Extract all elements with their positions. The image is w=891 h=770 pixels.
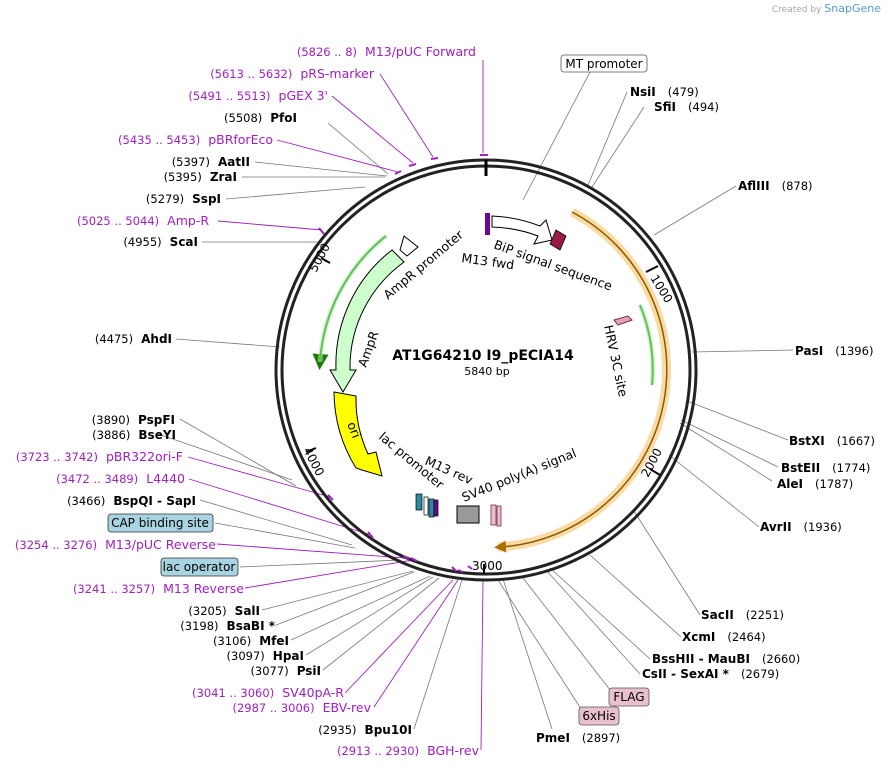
label-avrii[interactable]: AvrII(1936) [760,520,842,534]
ampr-gene-shape [329,249,405,393]
ori-label: ori [344,420,364,441]
m13-fwd-label: M13 fwd [461,250,516,272]
label-flag[interactable]: FLAG [608,687,650,707]
label-m13puc-rev[interactable]: (3254 .. 3276)M13/pUC Reverse [15,537,216,552]
ampr-label: AmpR [355,329,382,370]
sv40-polya-shape [456,505,480,524]
label-afliii[interactable]: AflIII(878) [738,179,813,193]
label-bsshii-maubi[interactable]: BssHII - MauBI(2660) [652,652,800,666]
label-alei[interactable]: AleI(1787) [777,477,853,491]
credit-prefix: Created by [771,5,822,15]
label-pasi[interactable]: PasI(1396) [795,344,873,358]
label-hpai[interactable]: (3097)HpaI [227,649,304,663]
label-l4440[interactable]: (3472 .. 3489)L4440 [56,471,185,486]
svg-text:lac operator: lac operator [163,560,236,574]
label-psii[interactable]: (3077)PsiI [250,664,321,678]
m13-fwd-block [485,213,490,235]
bip-arrow-shape [491,215,553,245]
label-bstxi[interactable]: BstXI(1667) [789,434,875,448]
plasmid-name: AT1G64210 I9_pECIA14 [392,348,574,364]
label-cap-binding-site[interactable]: CAP binding site [107,513,214,533]
primer-leaders [187,60,484,751]
m13-rev-block [433,499,439,517]
label-pgex3[interactable]: (5491 .. 5513)pGEX 3' [188,88,328,103]
hrv-site-shape [613,315,633,326]
labels-right: MT promoter NsiI(479) SfiI(494) AflIII(8… [536,54,875,745]
label-pmei[interactable]: PmeI(2897) [536,731,620,745]
label-sali[interactable]: (3205)SalI [188,604,260,618]
label-m13-reverse[interactable]: (3241 .. 3257)M13 Reverse [73,581,244,596]
label-sacii[interactable]: SacII(2251) [701,608,784,622]
label-ahdi[interactable]: (4475)AhdI [95,332,172,346]
hrv-glow [637,304,656,386]
hrv-label: HRV 3C site [601,324,631,399]
label-aatii[interactable]: (5397)AatII [172,155,250,169]
snapgene-credit: Created by SnapGene [772,2,881,15]
label-bseyi[interactable]: (3886)BseYI [92,428,176,442]
lac-promoter-block [423,496,429,516]
orf-arrow [494,211,668,553]
tick-marks [305,257,661,574]
label-pbrforeco[interactable]: (5435 .. 5453)pBRforEco [118,132,273,147]
label-sfii[interactable]: SfiI(494) [654,100,719,114]
label-bsabi[interactable]: (3198)BsaBI * [180,619,275,633]
label-pbr322ori-f[interactable]: (3723 .. 3742)pBR322ori-F [16,449,183,464]
label-mfei[interactable]: (3106)MfeI [213,634,289,648]
label-lac-operator[interactable]: lac operator [160,557,239,577]
orf-glow [497,208,672,552]
label-sv40pa-r[interactable]: (3041 .. 3060)SV40pA-R [192,685,344,700]
label-bgh-rev[interactable]: (2913 .. 2930)BGH-rev [337,743,480,758]
ampr-promoter-shape [399,235,419,257]
svg-text:6xHis: 6xHis [582,709,615,723]
his-shape [496,505,502,527]
bip-signal-block [549,229,567,251]
flag-shape [490,504,497,526]
ori-shape [333,391,383,477]
label-pspfi[interactable]: (3890)PspFI [92,413,175,427]
label-zrai[interactable]: (5395)ZraI [164,170,237,184]
sv40-label: SV40 poly(A) signal [460,445,579,505]
label-csii-sexai[interactable]: CsII - SexAI *(2679) [642,667,779,681]
tick-3000: 3000 [472,559,503,573]
svg-text:FLAG: FLAG [613,690,644,704]
label-bsteii[interactable]: BstEII(1774) [781,461,870,475]
labels-left: (5826 .. 8)M13/pUC Forward (5613 .. 5632… [15,44,480,758]
label-mt-promoter[interactable]: MT promoter [560,54,648,73]
label-scai[interactable]: (4955)ScaI [123,235,198,249]
svg-text:CAP binding site: CAP binding site [111,516,209,530]
primer-marks [318,154,488,573]
label-nsii[interactable]: NsiI(479) [630,85,699,99]
label-m13puc-fwd[interactable]: (5826 .. 8)M13/pUC Forward [297,44,476,59]
label-6xhis[interactable]: 6xHis [578,706,620,726]
snapgene-logo: SnapGene [824,2,881,15]
label-prs-marker[interactable]: (5613 .. 5632)pRS-marker [210,66,375,81]
label-bpu10i[interactable]: (2935)Bpu10I [318,723,412,737]
plasmid-length: 5840 bp [464,365,509,378]
label-pfoi[interactable]: (5508)PfoI [224,111,297,125]
cap-site-block [415,493,423,511]
label-bspqi-sapi[interactable]: (3466)BspQI - SapI [67,494,196,508]
ampr-arc-glow [317,234,388,363]
lac-operator-block [428,498,435,518]
svg-text:MT promoter: MT promoter [565,57,642,71]
leader-lines [157,71,794,730]
label-amp-r[interactable]: (5025 .. 5044)Amp-R [77,213,209,228]
label-xcmi[interactable]: XcmI(2464) [682,630,766,644]
label-sspi[interactable]: (5279)SspI [146,192,221,206]
label-ebv-rev[interactable]: (2987 .. 3006)EBV-rev [232,700,371,715]
